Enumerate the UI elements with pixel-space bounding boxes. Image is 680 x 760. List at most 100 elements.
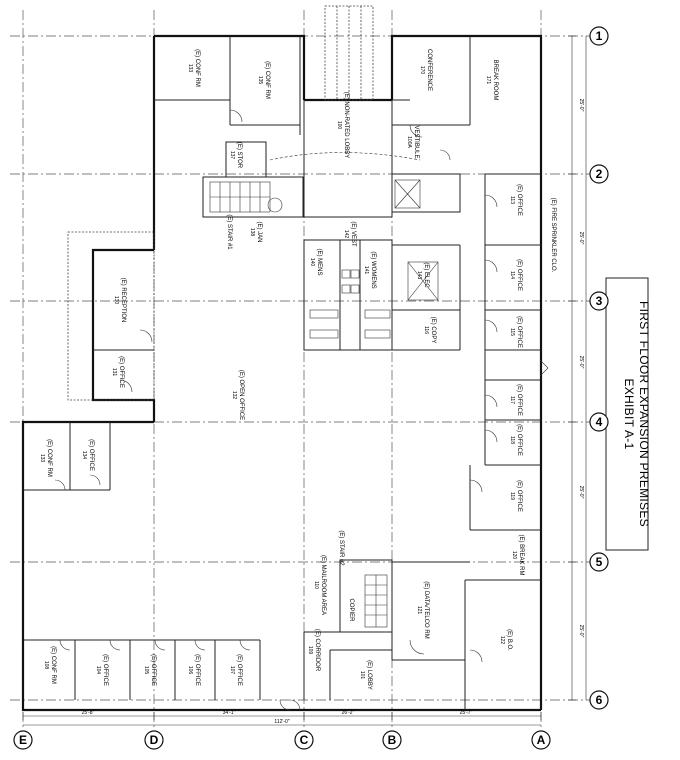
room-label: (E) OPEN OFFICE 132 bbox=[231, 370, 244, 420]
svg-text:B: B bbox=[388, 733, 397, 747]
svg-text:(E) VEST: (E) VEST bbox=[350, 221, 356, 247]
grid-bubble-row-1: 1 bbox=[589, 26, 609, 46]
svg-text:COPIER: COPIER bbox=[348, 598, 354, 622]
svg-text:(E) COPY: (E) COPY bbox=[430, 317, 436, 344]
svg-text:(E) OFFICE: (E) OFFICE bbox=[194, 654, 200, 686]
room-label: (E) OFFICE 119 bbox=[509, 480, 522, 512]
svg-text:(E) NON-RATED LOBBY: (E) NON-RATED LOBBY bbox=[343, 92, 349, 159]
svg-text:(E) OFFICE: (E) OFFICE bbox=[516, 384, 522, 416]
restroom-fixtures bbox=[309, 269, 391, 339]
svg-text:130: 130 bbox=[113, 296, 119, 305]
room-label: (E) CONF RM 135 bbox=[257, 61, 270, 99]
room-label: (E) FIRE SPRINKLER CLO. bbox=[550, 198, 556, 273]
svg-text:(E) MAILROOM AREA: (E) MAILROOM AREA bbox=[320, 555, 326, 615]
room-label: (E) OFFICE 104 bbox=[95, 654, 108, 686]
svg-text:100: 100 bbox=[336, 121, 342, 130]
svg-text:140: 140 bbox=[309, 258, 315, 267]
room-label: (E) NON-RATED LOBBY 100 bbox=[336, 92, 349, 159]
svg-text:(E) OFFICE: (E) OFFICE bbox=[516, 184, 522, 216]
svg-text:(E) OPEN OFFICE: (E) OPEN OFFICE bbox=[238, 370, 244, 420]
svg-text:3: 3 bbox=[596, 294, 603, 308]
svg-text:101: 101 bbox=[359, 671, 365, 680]
room-label: (E) STOR 137 bbox=[229, 142, 242, 169]
svg-text:119: 119 bbox=[509, 492, 515, 500]
room-label: (E) ELEC 143 bbox=[416, 262, 429, 288]
svg-text:104: 104 bbox=[95, 666, 101, 675]
room-label: (E) OFFICE 131 bbox=[111, 356, 124, 388]
svg-text:142: 142 bbox=[343, 230, 349, 239]
room-label: (E) STAIR #1 bbox=[226, 214, 232, 250]
room-label: VESTIBULE 100A bbox=[406, 125, 419, 158]
dim-right-3: 25'-0" bbox=[578, 356, 584, 369]
svg-text:A: A bbox=[537, 733, 546, 747]
grid-bubble-col-e: E bbox=[13, 730, 33, 750]
grid-bubble-row-6: 6 bbox=[589, 690, 609, 710]
svg-text:5: 5 bbox=[596, 555, 603, 569]
svg-text:(E) B.O.: (E) B.O. bbox=[506, 629, 512, 651]
room-label: (E) OFFICE 107 bbox=[229, 654, 242, 686]
dim-bottom-1: 25'-8" bbox=[82, 710, 95, 716]
svg-text:C: C bbox=[300, 733, 309, 747]
svg-text:6: 6 bbox=[596, 693, 603, 707]
grid-bubble-col-c: C bbox=[294, 730, 314, 750]
svg-text:137: 137 bbox=[229, 151, 235, 160]
svg-text:170: 170 bbox=[419, 66, 425, 75]
svg-text:108: 108 bbox=[43, 661, 49, 670]
svg-text:106: 106 bbox=[187, 666, 193, 675]
exhibit-title: EXHIBIT A-1 bbox=[622, 378, 636, 449]
grid-bubble-col-d: D bbox=[144, 730, 164, 750]
room-label: (E) BREAK RM 120 bbox=[511, 534, 524, 575]
room-label: BREAK ROOM 171 bbox=[485, 60, 498, 101]
svg-text:121: 121 bbox=[416, 606, 422, 615]
svg-text:120: 120 bbox=[511, 551, 517, 560]
svg-text:(E) BREAK RM: (E) BREAK RM bbox=[518, 534, 524, 575]
svg-text:(E) OFFICE: (E) OFFICE bbox=[516, 424, 522, 456]
svg-text:(E) CONF RM: (E) CONF RM bbox=[50, 646, 56, 684]
grid-bubble-row-2: 2 bbox=[589, 164, 609, 184]
svg-text:114: 114 bbox=[509, 271, 515, 279]
svg-text:(E) CONF RM: (E) CONF RM bbox=[264, 61, 270, 99]
svg-text:100A: 100A bbox=[406, 136, 412, 148]
svg-text:VESTIBULE: VESTIBULE bbox=[413, 125, 419, 158]
stair-symbols bbox=[209, 179, 439, 628]
svg-text:133: 133 bbox=[187, 64, 193, 73]
room-label: (E) RECEPTION 130 bbox=[113, 278, 126, 323]
svg-text:(E) DATA/TELCO RM: (E) DATA/TELCO RM bbox=[423, 581, 429, 638]
svg-text:107: 107 bbox=[229, 666, 235, 675]
svg-text:(E) ELEC: (E) ELEC bbox=[423, 262, 429, 288]
room-label: (E) CONF RM 133 bbox=[187, 49, 200, 87]
svg-text:134: 134 bbox=[81, 451, 87, 460]
svg-text:(E) OFFICE: (E) OFFICE bbox=[102, 654, 108, 686]
svg-text:D: D bbox=[150, 733, 159, 747]
exterior-walls bbox=[21, 34, 543, 712]
svg-text:(E) CONF RM: (E) CONF RM bbox=[194, 49, 200, 87]
room-label: (E) VEST 142 bbox=[343, 221, 356, 247]
room-label: (E) MAILROOM AREA 110 bbox=[313, 555, 326, 615]
room-label: (E) OFFICE 115 bbox=[509, 316, 522, 348]
svg-text:115: 115 bbox=[509, 328, 515, 336]
svg-text:141: 141 bbox=[363, 266, 369, 275]
room-label: (E) LOBBY 101 bbox=[359, 660, 372, 690]
dim-bottom-3: 26'-2" bbox=[342, 710, 355, 716]
svg-text:1: 1 bbox=[596, 29, 603, 43]
svg-text:122: 122 bbox=[499, 636, 505, 645]
room-label: (E) B.O. 122 bbox=[499, 629, 512, 651]
room-label: (E) CORRIDOR 109 bbox=[307, 629, 320, 672]
exhibit-title-box bbox=[605, 277, 649, 551]
bottom-dimension-string bbox=[22, 712, 542, 726]
grid-lines bbox=[10, 10, 595, 730]
svg-text:(E) JAN: (E) JAN bbox=[256, 222, 262, 243]
svg-text:2: 2 bbox=[596, 167, 603, 181]
svg-text:(E) OFFICE: (E) OFFICE bbox=[88, 439, 94, 471]
right-dimension-string bbox=[568, 35, 587, 701]
dim-bottom-total: 112'-0" bbox=[274, 719, 289, 725]
room-label: (E) OFFICE 106 bbox=[187, 654, 200, 686]
svg-text:143: 143 bbox=[416, 271, 422, 280]
svg-text:CONFERENCE: CONFERENCE bbox=[426, 49, 432, 91]
svg-text:(E) CORRIDOR: (E) CORRIDOR bbox=[314, 629, 320, 672]
svg-text:113: 113 bbox=[509, 196, 515, 204]
room-label: (E) OFFICE 134 bbox=[81, 439, 94, 471]
dim-right-1: 25'-0" bbox=[578, 99, 584, 112]
door-swings bbox=[54, 109, 549, 711]
